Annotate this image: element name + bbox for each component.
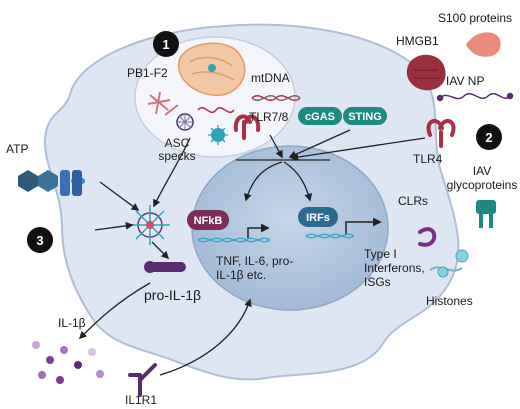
irfs-dna-icon (305, 233, 355, 239)
inflammasome-icon (130, 205, 170, 245)
nfkb-label: NFkB (194, 215, 223, 227)
p2x7-channel-icon (60, 170, 82, 196)
clrs-label: CLRs (398, 194, 428, 208)
mtdna-icon (251, 95, 301, 101)
pro-il1b-label: pro-IL-1β (144, 287, 201, 303)
cytokines-label-line1: TNF, IL-6, pro- (216, 254, 293, 268)
marker-3: 3 (27, 227, 53, 253)
nfkb-transcription-arrow (247, 223, 270, 238)
histones-label: Histones (426, 294, 473, 308)
irfs-transcription-arrow (345, 217, 382, 234)
iav-glycoprotein-icon (476, 200, 496, 228)
hmgb1-icon (406, 54, 446, 91)
tlr78-receptor-icon (233, 114, 261, 140)
asc-label-line1: ASC (165, 136, 190, 150)
clr-receptor-icon (418, 227, 437, 247)
interferons-label-line1: Type I (364, 247, 397, 261)
asc-label-line2: specks (158, 149, 195, 163)
il1b-label: IL-1β (58, 316, 86, 330)
nfkb-pill: NFkB (187, 210, 229, 230)
virus-icon (208, 125, 228, 145)
viral-rna-icon (197, 107, 235, 113)
marker-2: 2 (476, 124, 502, 150)
marker-1: 1 (153, 31, 179, 57)
tlr4-label: TLR4 (413, 152, 443, 166)
irfs-pill: IRFs (298, 207, 338, 227)
pathway-arrows (78, 137, 252, 376)
marker-1-text: 1 (162, 37, 169, 52)
il1r1-receptor-icon (128, 363, 157, 397)
marker-3-text: 3 (36, 233, 43, 248)
histones-icon (429, 249, 469, 278)
marker-2-text: 2 (485, 130, 492, 145)
irfs-label: IRFs (306, 212, 330, 224)
s100-protein-icon (466, 32, 501, 57)
cgas-pill: cGAS (298, 107, 342, 125)
hmgb1-label: HMGB1 (396, 34, 439, 48)
asc-speck-icon (176, 113, 194, 131)
cgas-label: cGAS (305, 111, 335, 123)
s100-label: S100 proteins (438, 11, 512, 25)
il1b-particles-icon (32, 341, 104, 384)
iav-np-label: IAV NP (446, 74, 484, 88)
nfkb-dna-icon (197, 237, 271, 243)
endosome-compartment (134, 36, 296, 158)
cytokines-label-line2: IL-1β etc. (216, 268, 266, 282)
sting-pill: STING (343, 107, 387, 125)
tlr78-label: TLR7/8 (249, 110, 289, 124)
il1r1-label: IL1R1 (125, 393, 157, 407)
interferons-label-line3: ISGs (364, 275, 391, 289)
sting-label: STING (348, 111, 382, 123)
atp-label: ATP (6, 142, 28, 156)
iav-np-icon (436, 92, 514, 102)
mitochondria-icon (177, 42, 246, 96)
signal-arrows (236, 129, 426, 202)
pb1-f2-label: PB1-F2 (127, 66, 168, 80)
iav-glycoproteins-label-line2: glycoproteins (447, 178, 518, 192)
mtdna-label: mtDNA (251, 71, 290, 85)
pro-il1b-icon (144, 261, 186, 273)
iav-glycoproteins-label-line1: IAV (473, 164, 491, 178)
tlr4-receptor-icon (426, 119, 456, 148)
pb1-f2-icon (147, 91, 179, 116)
interferons-label-line2: Interferons, (364, 261, 425, 275)
